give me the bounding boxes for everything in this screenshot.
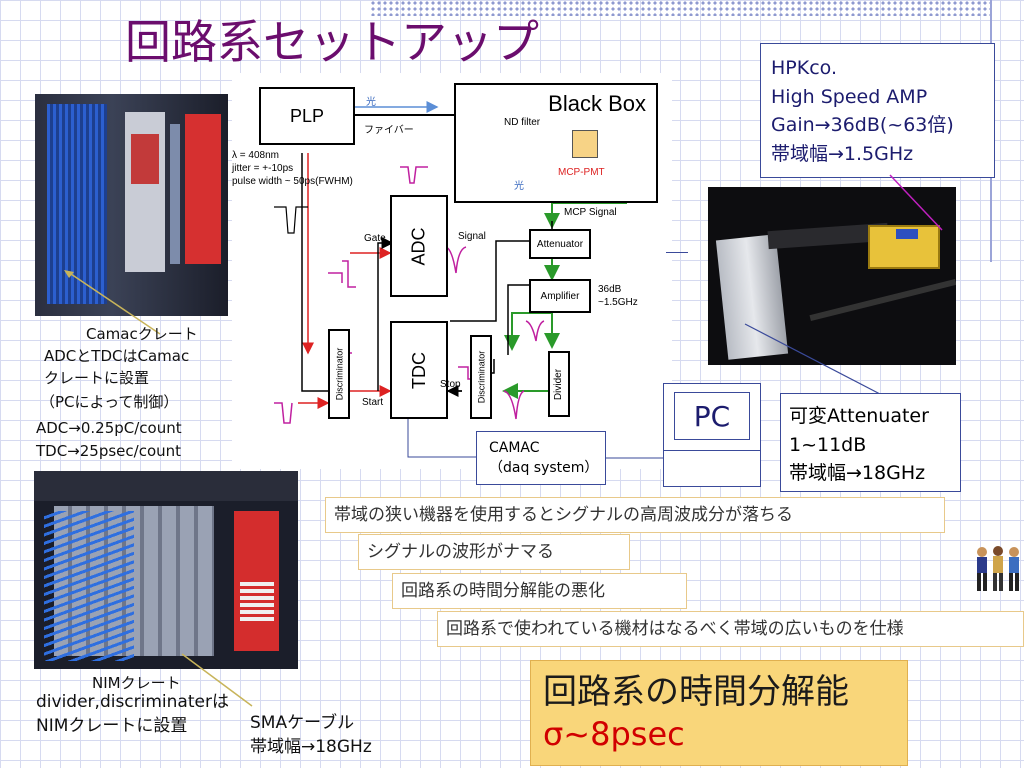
nim-pointer [181, 653, 253, 707]
photo-tick [666, 252, 688, 253]
nim-crate-photo [34, 471, 298, 669]
note-bandwidth: 帯域の狭い機器を使用するとシグナルの高周波成分が落ちる [325, 497, 945, 533]
black-box-label: Black Box [548, 91, 646, 116]
mcp-signal-label: MCP Signal [564, 207, 617, 218]
attenuater-title: 可変Attenuater [789, 405, 929, 427]
result-box: 回路系の時間分解能 σ~8psec [530, 660, 908, 766]
discriminator-box-2: Discriminator [470, 335, 492, 419]
spec-pulse-width: pulse width ~ 50ps(FWHM) [232, 176, 353, 187]
discriminator-label-1: Discriminator [334, 347, 345, 401]
title-decoration [370, 0, 990, 16]
tdc-resolution: TDC→25psec/count [36, 442, 182, 460]
attenuater-bandwidth: 帯域幅→18GHz [789, 462, 926, 484]
mcp-pmt-label: MCP-PMT [558, 167, 605, 178]
discriminator-box-1: Discriminator [328, 329, 350, 419]
note-equipment: 回路系で使われている機材はなるべく帯域の広いものを仕様 [437, 611, 1024, 647]
start-label: Start [362, 397, 384, 408]
adc-resolution: ADC→0.25pC/count [36, 419, 182, 437]
amplifier-box: Amplifier [529, 279, 591, 313]
circuit-diagram: PLP 光 ファイバー Black Box ND filter 光 MCP-PM… [232, 73, 672, 469]
mcp-pmt-block [572, 130, 598, 158]
inner-light-label: 光 [514, 181, 524, 192]
hpk-company: HPKco. [771, 57, 837, 79]
hpk-amp-box: HPKco. High Speed AMP Gain→36dB(~63倍) 帯域… [760, 43, 995, 178]
camac-daq-subtitle: （daq system） [489, 460, 599, 477]
gate-label: Gate [364, 233, 386, 244]
camac-pointer [64, 270, 161, 335]
spec-jitter: jitter = +-10ps [232, 163, 294, 174]
stop-label: Stop [440, 379, 461, 390]
note-waveform: シグナルの波形がナマる [358, 534, 630, 570]
adc-label: ADC [408, 226, 429, 266]
tdc-box: TDC [390, 321, 448, 419]
amp-spec: 36dB ~1.5GHz [598, 283, 638, 309]
attenuator-box: Attenuator [529, 229, 591, 259]
camac-daq-box: CAMAC （daq system） [476, 431, 606, 485]
camac-daq-title: CAMAC [489, 440, 540, 456]
tdc-label: TDC [408, 351, 429, 389]
hpk-gain: Gain→36dB(~63倍) [771, 114, 954, 136]
sma-cable-label: SMAケーブル [250, 713, 355, 733]
people-clipart-icon [977, 546, 1019, 591]
camac-crate-desc-1: ADCとTDCはCamac [44, 347, 190, 365]
attenuater-range: 1~11dB [789, 433, 867, 456]
pc-divider [664, 450, 760, 451]
nim-desc-1: divider,discriminaterは [36, 692, 229, 712]
camac-crate-desc-2: クレートに設置 [44, 369, 150, 387]
divider-label: Divider [553, 368, 565, 400]
plp-box: PLP [259, 87, 355, 145]
hpk-bandwidth: 帯域幅→1.5GHz [771, 142, 914, 165]
signal-label: Signal [458, 231, 486, 242]
pc-box: PC [663, 383, 761, 487]
fiber-label: ファイバー [364, 125, 414, 136]
attenuator-pointer [744, 174, 943, 395]
note-resolution: 回路系の時間分解能の悪化 [392, 573, 687, 609]
discriminator-label-2: Discriminator [476, 350, 487, 404]
black-box: Black Box [454, 83, 658, 203]
divider-box: Divider [548, 351, 570, 417]
laser-specs: λ = 408nm jitter = +-10ps pulse width ~ … [232, 149, 353, 188]
result-title: 回路系の時間分解能 [543, 672, 849, 712]
page-title: 回路系セットアップ [125, 15, 539, 69]
sma-bandwidth: 帯域幅→18GHz [250, 737, 372, 757]
result-value: σ~8psec [543, 714, 685, 753]
amp-bandwidth: ~1.5GHz [598, 297, 638, 308]
amp-gain: 36dB [598, 284, 622, 295]
adc-box: ADC [390, 195, 448, 297]
nd-filter-label: ND filter [504, 117, 541, 128]
nim-crate-label: NIMクレート [92, 674, 181, 692]
attenuater-box: 可変Attenuater 1~11dB 帯域幅→18GHz [780, 393, 961, 492]
nim-desc-2: NIMクレートに設置 [36, 716, 188, 736]
light-label: 光 [366, 97, 376, 108]
hpk-product: High Speed AMP [771, 85, 928, 108]
camac-crate-label: Camacクレート [86, 325, 198, 343]
pc-label: PC [674, 392, 750, 440]
camac-crate-photo [35, 94, 228, 316]
amplifier-photo [708, 187, 956, 365]
spec-wavelength: λ = 408nm [232, 150, 279, 161]
camac-crate-desc-3: （PCによって制御） [40, 393, 179, 411]
